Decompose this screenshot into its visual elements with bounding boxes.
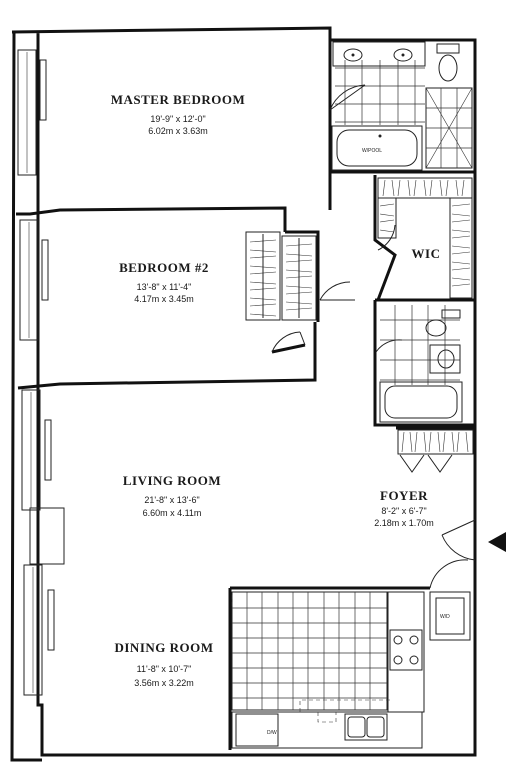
wic-name: WIC <box>412 246 441 261</box>
foyer-closet <box>397 429 474 455</box>
dishwasher-label: D/W <box>267 730 277 736</box>
second-bath-tiles <box>380 305 460 385</box>
master-bedroom-dim-imperial: 19'-9" x 12'-0" <box>150 114 205 124</box>
label-wic: WIC <box>412 246 441 261</box>
label-foyer: FOYER 8'-2" x 6'-7" 2.18m x 1.70m <box>374 488 434 528</box>
bedroom2-closet <box>245 231 317 321</box>
wic-shelving <box>377 177 473 299</box>
sink-icon <box>393 48 413 62</box>
dining-room-dim-imperial: 11'-8" x 10'-7" <box>137 664 192 674</box>
kitchen: D/W <box>231 591 425 749</box>
dining-room-dim-metric: 3.56m x 3.22m <box>134 678 194 688</box>
washer-dryer: W/D <box>429 591 471 641</box>
kitchen-sink-icon <box>344 713 388 741</box>
foyer-dim-imperial: 8'-2" x 6'-7" <box>381 506 426 516</box>
interior-walls <box>16 40 475 750</box>
master-bath-tiles <box>335 60 425 125</box>
sink-icon <box>429 344 461 374</box>
master-bedroom-dim-metric: 6.02m x 3.63m <box>148 126 208 136</box>
living-room-dim-imperial: 21'-8" x 13'-6" <box>144 495 199 505</box>
stove-icon <box>389 629 423 671</box>
bedroom-2-name: BEDROOM #2 <box>119 260 209 275</box>
toilet-icon <box>436 43 460 82</box>
living-room-dim-metric: 6.60m x 4.11m <box>143 508 202 518</box>
tub-label: W/POOL <box>362 148 382 154</box>
master-bedroom-name: MASTER BEDROOM <box>111 92 245 107</box>
exterior-walls <box>10 26 477 762</box>
master-bath: W/POOL <box>329 41 473 171</box>
toilet-icon <box>425 309 461 337</box>
foyer-dim-metric: 2.18m x 1.70m <box>374 518 434 528</box>
living-room-name: LIVING ROOM <box>123 473 221 488</box>
washer-label: W/D <box>440 614 450 620</box>
label-living-room: LIVING ROOM 21'-8" x 13'-6" 6.60m x 4.11… <box>123 473 221 518</box>
dining-room-name: DINING ROOM <box>114 640 213 655</box>
label-dining-room: DINING ROOM 11'-8" x 10'-7" 3.56m x 3.22… <box>114 640 213 688</box>
sink-icon <box>343 48 363 62</box>
foyer-name: FOYER <box>380 488 428 503</box>
second-bath <box>379 305 463 423</box>
label-master-bedroom: MASTER BEDROOM 19'-9" x 12'-0" 6.02m x 3… <box>111 92 245 136</box>
whirlpool-tub: W/POOL <box>331 125 423 171</box>
entry-arrow-icon <box>488 532 506 552</box>
bedroom-2-dim-metric: 4.17m x 3.45m <box>134 294 194 304</box>
label-bedroom-2: BEDROOM #2 13'-8" x 11'-4" 4.17m x 3.45m <box>119 260 209 304</box>
bedroom-2-dim-imperial: 13'-8" x 11'-4" <box>137 282 192 292</box>
shower-stall <box>425 87 473 169</box>
windows <box>17 49 65 696</box>
bathtub <box>379 381 463 423</box>
